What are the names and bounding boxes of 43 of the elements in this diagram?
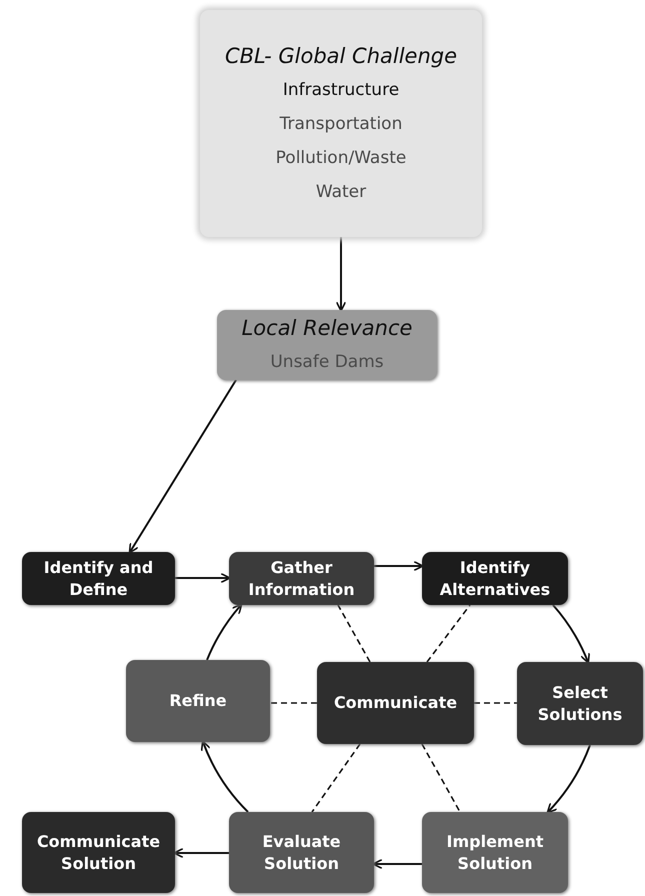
arrow [546,744,591,814]
label: Communicate [332,692,458,714]
dashed-connector [337,604,371,662]
process-box [422,812,568,893]
center-box [317,662,474,744]
arrow [175,572,231,584]
arrow [374,560,424,572]
process-box [22,552,175,605]
process-box [229,812,374,893]
label: Refine [168,690,228,712]
arrow [128,379,237,554]
relevance-box [217,310,437,380]
label: Evaluate Solution [261,830,342,874]
challenge-box [200,10,482,237]
label: Identify Alternatives [438,556,552,600]
dashed-connector [270,702,317,704]
dashed-connector [426,604,471,662]
label: Implement Solution [446,830,544,874]
arrow [552,604,590,664]
dashed-connector [311,744,361,812]
arrow [336,237,346,312]
arrow [372,858,422,870]
label: Communicate Solution [36,830,162,874]
label: Unsafe Dams [269,351,385,374]
process-box [22,812,175,893]
heading: Local Relevance [240,315,414,342]
process-box [517,662,643,745]
heading: CBL- Global Challenge [224,42,458,70]
arrow [201,740,249,813]
label: Identify and Define [42,556,154,600]
dashed-connector [474,702,517,704]
arrow [173,848,229,858]
process-box [422,552,568,605]
label: Gather Information [247,556,356,600]
arrow [206,604,242,660]
label: Water [314,180,368,204]
process-box [126,660,270,742]
dashed-connector [421,744,461,812]
label: Transportation [278,112,404,136]
label: Pollution/Waste [274,146,408,170]
label: Select Solutions [536,682,624,726]
label: Infrastructure [282,78,400,102]
process-box [229,552,374,605]
